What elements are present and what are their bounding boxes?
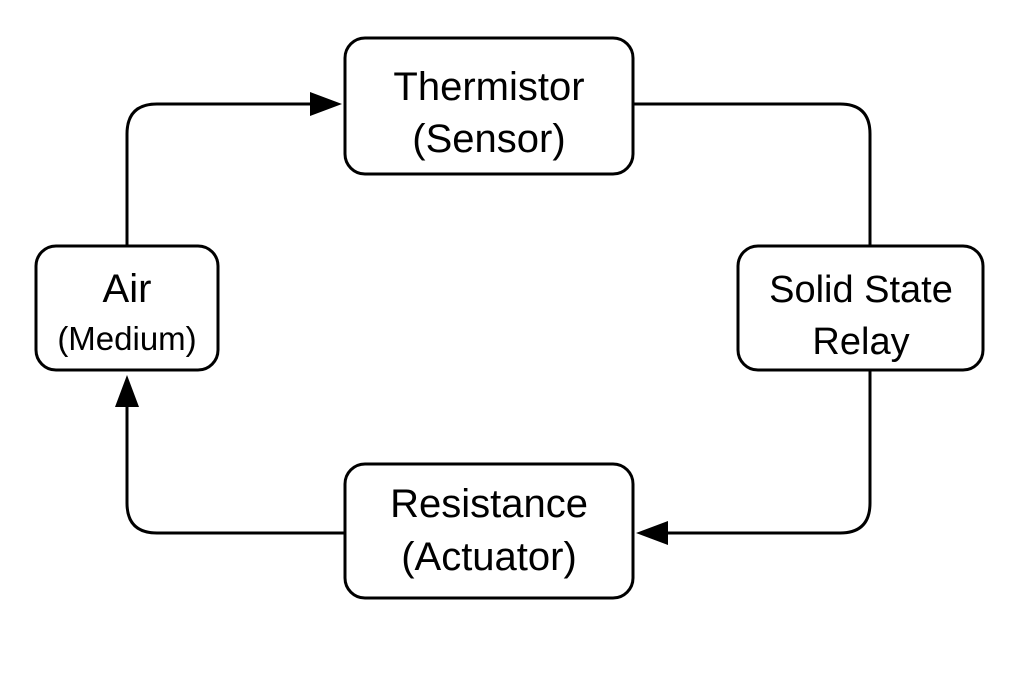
node-thermistor-box: [343, 36, 635, 176]
arrowhead-into-resistance: [636, 521, 668, 545]
node-relay-label: Solid State: [769, 269, 953, 311]
node-resistance-sublabel: (Actuator): [401, 535, 577, 579]
node-air-label: Air: [103, 267, 152, 311]
node-solid-state-relay: Solid State Relay: [736, 244, 985, 372]
node-air: Air (Medium): [34, 244, 220, 372]
node-air-box: [34, 244, 220, 372]
connector-resistance-to-air: [125, 406, 345, 535]
node-resistance: Resistance (Actuator): [343, 462, 635, 600]
node-relay-box: [736, 244, 985, 372]
node-relay-sublabel: Relay: [812, 321, 909, 363]
node-thermistor-sublabel: (Sensor): [412, 117, 565, 161]
node-resistance-label: Resistance: [390, 482, 588, 526]
node-thermistor: Thermistor (Sensor): [343, 36, 635, 176]
node-thermistor-label: Thermistor: [393, 65, 584, 109]
connector-air-to-thermistor: [125, 102, 310, 246]
arrowhead-into-air: [115, 375, 139, 407]
node-resistance-box: [343, 462, 635, 600]
connector-thermistor-to-relay: [633, 102, 872, 246]
node-air-sublabel: (Medium): [57, 320, 196, 357]
arrowhead-into-thermistor: [310, 92, 342, 116]
connector-relay-to-resistance: [666, 370, 872, 535]
